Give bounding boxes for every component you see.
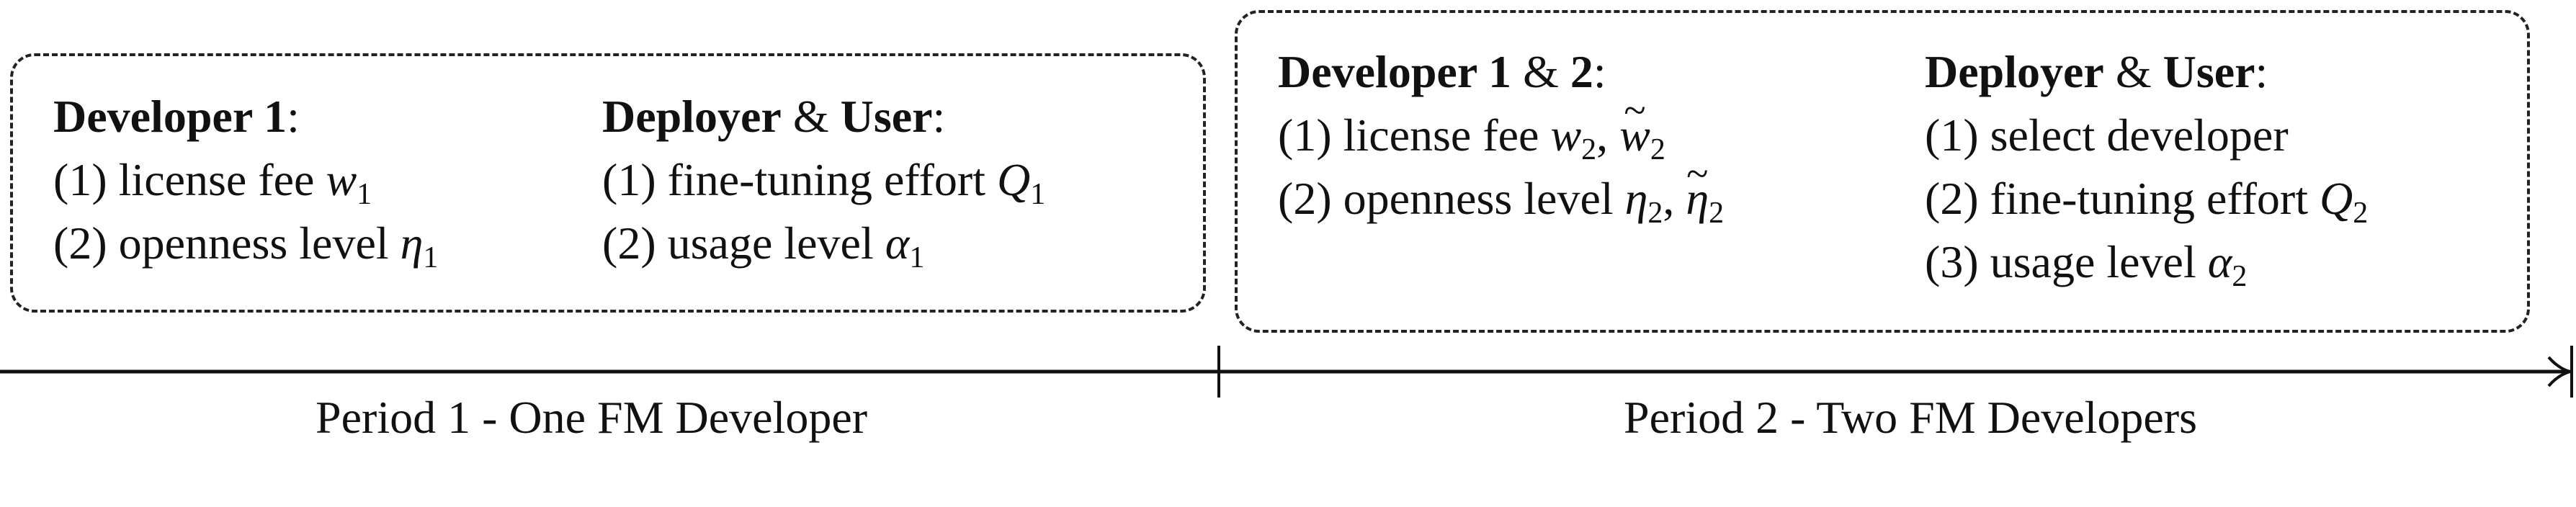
period2-deployer-item-1: (1) select developer <box>1925 109 2289 161</box>
period2-label: Period 2 - Two FM Developers <box>1624 392 2198 443</box>
period2-deployer-heading: Deployer & User: <box>1925 46 2268 97</box>
period1-developer-column: Developer 1: (1) license fee w1 (2) open… <box>53 85 438 275</box>
period2-decisions-box <box>1235 10 2530 333</box>
period1-deployer-item-1: (1) fine-tuning effort Q1 <box>602 154 1046 211</box>
period1-decisions-box <box>10 53 1206 313</box>
period1-deployer-item-2: (2) usage level α1 <box>602 217 925 274</box>
period1-deployer-column: Deployer & User: (1) fine-tuning effort … <box>602 85 1045 275</box>
period1-developer-heading: Developer 1: <box>53 91 300 142</box>
period1-label: Period 1 - One FM Developer <box>316 392 868 443</box>
period2-developer-column: Developer 1 & 2: (1) license fee w2, w2 … <box>1278 40 1724 230</box>
period2-developer-heading: Developer 1 & 2: <box>1278 46 1606 97</box>
period2-deployer-item-3: (3) usage level α2 <box>1925 236 2248 293</box>
period1-developer-item-1: (1) license fee w1 <box>53 154 372 211</box>
period1-developer-item-2: (2) openness level η1 <box>53 217 439 274</box>
period1-deployer-heading: Deployer & User: <box>602 91 946 142</box>
period2-developer-item-1: (1) license fee w2, w2 <box>1278 104 1724 167</box>
period2-deployer-column: Deployer & User: (1) select developer (2… <box>1925 40 2368 294</box>
period2-deployer-item-2: (2) fine-tuning effort Q2 <box>1925 173 2369 230</box>
period2-developer-item-2: (2) openness level η2, η2 <box>1278 167 1724 230</box>
